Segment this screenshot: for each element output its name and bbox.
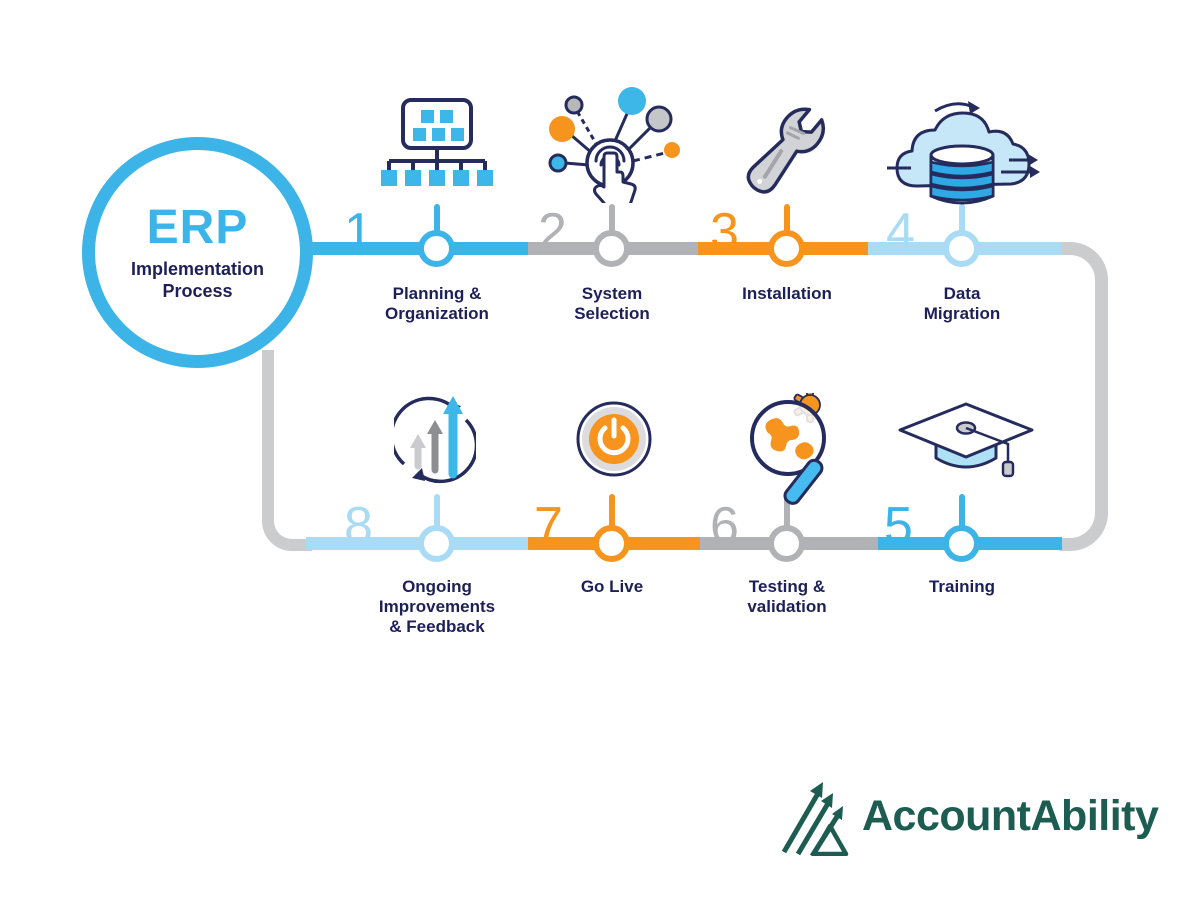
node-stem-6 — [784, 494, 790, 528]
label-line: System — [581, 284, 643, 303]
connector-right — [1060, 242, 1108, 551]
step-label-7: Go Live — [527, 577, 697, 597]
hub-title: ERP — [146, 200, 249, 254]
step-label-8: Ongoing Improvements & Feedback — [352, 577, 522, 637]
label-line: Installation — [742, 284, 832, 303]
timeline-node-3 — [768, 230, 805, 267]
logo-mountain-arrows-icon — [781, 782, 849, 856]
label-line: Training — [928, 577, 996, 596]
connector-left — [262, 350, 312, 551]
step-label-6: Testing & validation — [702, 577, 872, 617]
hub-subtitle-line: Process — [162, 280, 233, 301]
step-number-7: 7. — [534, 497, 576, 555]
node-stem-4 — [959, 204, 965, 234]
step-number-6: 6. — [710, 497, 752, 555]
graduation-cap-icon — [898, 402, 1034, 478]
label-line: Planning & — [392, 284, 482, 303]
hub-circle: ERP Implementation Process — [82, 137, 313, 368]
label-line: Testing & — [748, 577, 826, 596]
magnifier-gear-icon — [750, 393, 826, 505]
label-line: & Feedback — [389, 617, 485, 636]
timeline-node-2 — [593, 230, 630, 267]
step-number-5: 5. — [884, 497, 926, 555]
node-stem-1 — [434, 204, 440, 234]
power-button-icon — [576, 401, 652, 477]
hub-subtitle: Implementation Process — [131, 258, 264, 302]
hub-subtitle-line: Implementation — [130, 258, 264, 279]
system-selection-icon — [548, 87, 680, 203]
label-line: Improvements — [378, 597, 496, 616]
step-label-5: Training — [877, 577, 1047, 597]
step-number-8: 8. — [344, 497, 386, 555]
cloud-database-icon — [887, 101, 1040, 205]
wrench-icon — [746, 107, 826, 194]
label-line: Ongoing — [402, 577, 472, 596]
node-stem-5 — [959, 494, 965, 528]
logo-text: AccountAbility — [862, 792, 1159, 840]
step-label-1: Planning & Organization — [352, 284, 522, 324]
timeline-node-4 — [943, 230, 980, 267]
node-stem-3 — [784, 204, 790, 234]
timeline-node-5 — [943, 525, 980, 562]
step-number-3: 3. — [710, 203, 752, 261]
node-stem-8 — [434, 494, 440, 528]
step-label-2: System Selection — [527, 284, 697, 324]
label-line: Selection — [574, 304, 650, 323]
step-label-4: Data Migration — [877, 284, 1047, 324]
org-chart-icon — [381, 98, 493, 186]
timeline-node-7 — [593, 525, 630, 562]
node-stem-7 — [609, 494, 615, 528]
timeline-node-6 — [768, 525, 805, 562]
step-number-4: 4. — [886, 203, 928, 261]
label-line: Migration — [923, 304, 1001, 323]
label-line: validation — [747, 597, 827, 616]
label-line: Data — [943, 284, 981, 303]
label-line: Go Live — [580, 577, 644, 596]
timeline-node-1 — [418, 230, 455, 267]
label-line: Organization — [385, 304, 489, 323]
step-label-3: Installation — [702, 284, 872, 304]
step-number-2: 2. — [538, 203, 580, 261]
node-stem-2 — [609, 204, 615, 234]
timeline-node-8 — [418, 525, 455, 562]
cycle-arrows-icon — [394, 396, 476, 484]
step-number-1: 1. — [344, 203, 386, 261]
timeline-segment-8 — [306, 537, 528, 550]
